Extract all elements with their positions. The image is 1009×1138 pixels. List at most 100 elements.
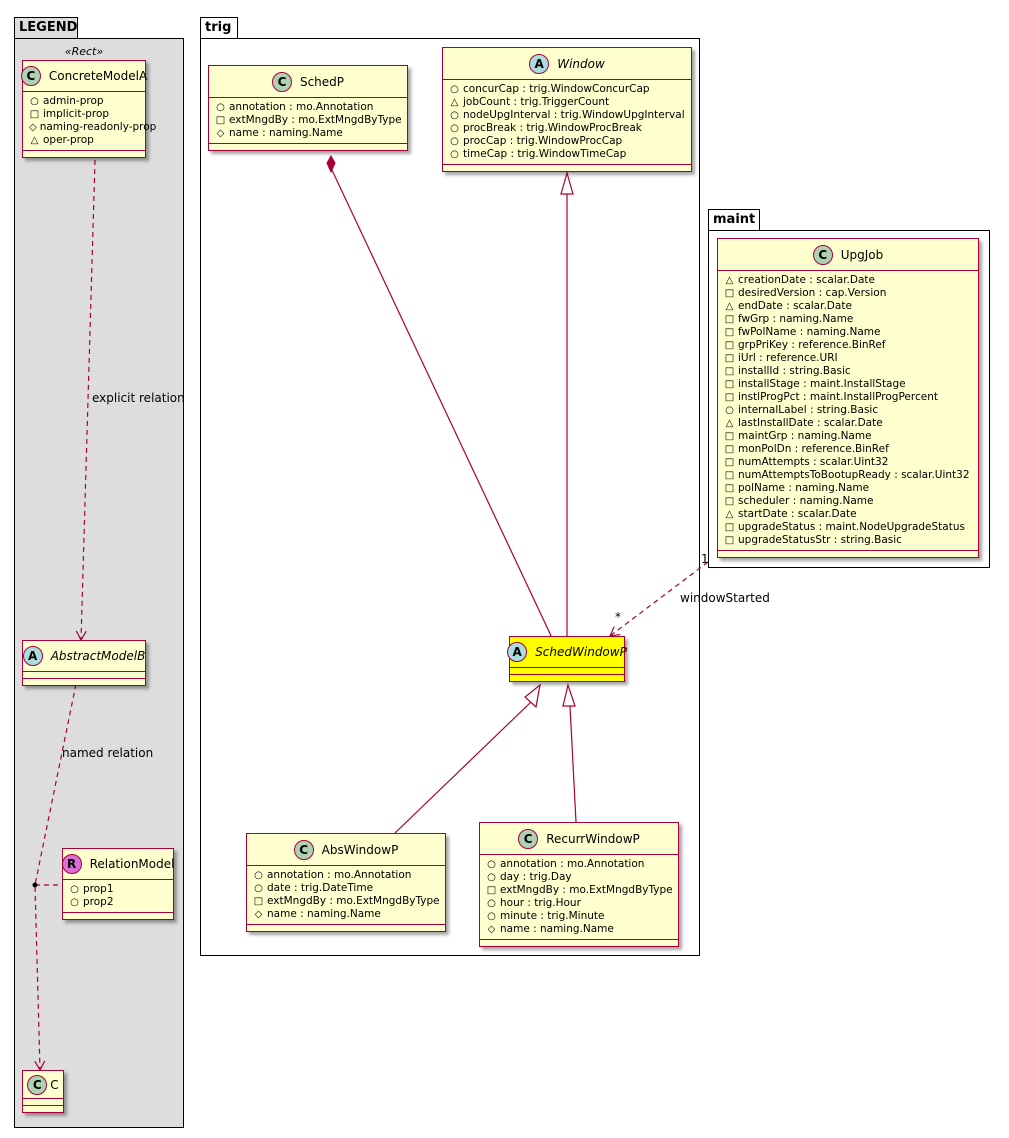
attribute-row: □desiredVersion : cap.Version	[724, 287, 974, 300]
class-relation-model[interactable]: R RelationModel ○prop1 ○prop2	[61, 848, 175, 920]
attribute-text: instlProgPct : maint.InstallProgPercent	[738, 391, 938, 403]
class-c-icon: C	[271, 71, 292, 92]
attribute-row: □grpPriKey : reference.BinRef	[724, 339, 974, 352]
legend-package-title: LEGEND	[19, 20, 78, 35]
visibility-icon: □	[724, 483, 735, 494]
trig-package-title: trig	[205, 20, 232, 35]
attribute-text: installStage : maint.InstallStage	[738, 378, 906, 390]
attribute-row: □upgradeStatus : maint.NodeUpgradeStatus	[724, 521, 974, 534]
attribute-row: ◇name : naming.Name	[216, 127, 343, 139]
class-concrete-model-a[interactable]: «Rect» C ConcreteModelA ○admin-prop □imp…	[20, 45, 156, 158]
relation-r-icon: R	[61, 854, 82, 874]
attribute-row: ◇name : naming.Name	[487, 923, 614, 935]
public-visibility-icon: ○	[70, 897, 79, 908]
attribute-text: grpPriKey : reference.BinRef	[738, 339, 886, 351]
attribute-row: ○date : trig.DateTime	[254, 882, 374, 894]
attribute-row: ○procCap : trig.WindowProcCap	[450, 135, 623, 147]
attribute-text: upgradeStatusStr : string.Basic	[738, 534, 902, 546]
attribute-row: □iUrl : reference.URI	[724, 352, 974, 365]
visibility-icon: □	[724, 340, 735, 351]
attribute-text: internalLabel : string.Basic	[738, 404, 879, 416]
recurrwindowp-generalization-triangle	[562, 682, 576, 707]
attribute-row: □scheduler : naming.Name	[724, 495, 974, 508]
attribute-row: □numAttempts : scalar.Uint32	[724, 456, 974, 469]
window-generalization-triangle	[560, 170, 574, 195]
trig-package	[200, 38, 700, 956]
attribute-row: □extMngdBy : mo.ExtMngdByType	[486, 884, 673, 896]
attribute-row: ○annotation : mo.Annotation	[216, 101, 374, 113]
attribute-row: □polName : naming.Name	[724, 482, 974, 495]
attribute-row: △ startDate : scalar.Date	[724, 508, 974, 521]
relation-junction-dot	[32, 882, 38, 888]
class-name: AbsWindowP	[321, 842, 399, 857]
class-c[interactable]: C C	[22, 1070, 64, 1113]
class-name: UpgJob	[840, 247, 884, 262]
attribute-row: □maintGrp : naming.Name	[724, 430, 974, 443]
attribute-text: startDate : scalar.Date	[738, 508, 857, 520]
class-name: SchedWindowP	[535, 645, 627, 659]
visibility-icon: △	[725, 275, 734, 286]
composition-diamond	[326, 154, 336, 174]
class-abstract-model-b[interactable]: A AbstractModelB	[22, 640, 146, 686]
attribute-text: monPolDn : reference.BinRef	[738, 443, 889, 455]
abstract-a-icon: A	[507, 642, 528, 662]
visibility-icon: □	[724, 470, 735, 481]
attribute-text: iUrl : reference.URI	[738, 352, 838, 364]
class-schedwindowp[interactable]: A SchedWindowP	[507, 636, 627, 682]
attribute-list: ○concurCap : trig.WindowConcurCap △jobCo…	[443, 80, 691, 165]
visibility-icon: □	[724, 457, 735, 468]
attribute-row: △creationDate : scalar.Date	[724, 274, 974, 287]
visibility-icon: △	[725, 301, 734, 312]
visibility-icon: □	[724, 392, 735, 403]
attribute-row: ○admin-prop	[30, 95, 104, 107]
attribute-row: □fwGrp : naming.Name	[724, 313, 974, 326]
attribute-text: upgradeStatus : maint.NodeUpgradeStatus	[738, 521, 965, 533]
multiplicity-one: 1	[701, 552, 709, 566]
visibility-icon: □	[724, 535, 735, 546]
class-c-icon: C	[27, 1074, 48, 1095]
attribute-row: △endDate : scalar.Date	[724, 300, 974, 313]
attribute-row: □fwPolName : naming.Name	[724, 326, 974, 339]
schedp-composition-line	[330, 167, 554, 641]
attribute-list: △creationDate : scalar.Date□desiredVersi…	[718, 271, 978, 551]
class-c-icon: C	[20, 66, 41, 86]
legend-package	[14, 38, 184, 1128]
attribute-text: installId : string.Basic	[738, 365, 851, 377]
attribute-list: ○prop1 ○prop2	[63, 880, 173, 913]
attribute-text: numAttempts : scalar.Uint32	[738, 456, 889, 468]
visibility-icon: □	[724, 288, 735, 299]
visibility-icon: □	[724, 314, 735, 325]
class-name: RelationModel	[89, 857, 175, 871]
class-recurrwindowp[interactable]: C RecurrWindowP ○annotation : mo.Annotat…	[479, 822, 679, 947]
abstract-a-icon: A	[529, 53, 550, 74]
attribute-row: ◇name : naming.Name	[254, 908, 381, 920]
visibility-icon: △	[725, 509, 734, 520]
class-window[interactable]: A Window ○concurCap : trig.WindowConcurC…	[442, 47, 692, 172]
class-name: SchedP	[299, 74, 345, 89]
attribute-row: □extMngdBy : mo.ExtMngdByType	[253, 895, 440, 907]
class-abswindowp[interactable]: C AbsWindowP ○annotation : mo.Annotation…	[246, 833, 446, 932]
named-relation-label: named relation	[62, 746, 154, 760]
attribute-row: ○procBreak : trig.WindowProcBreak	[450, 122, 642, 134]
attribute-text: fwGrp : naming.Name	[738, 313, 854, 325]
attribute-row: □installId : string.Basic	[724, 365, 974, 378]
attribute-row: ○annotation : mo.Annotation	[487, 858, 645, 870]
abstract-a-icon: A	[22, 646, 43, 666]
attribute-list: ○annotation : mo.Annotation ○date : trig…	[247, 866, 445, 925]
window-started-label: windowStarted	[680, 591, 770, 605]
visibility-icon: △	[725, 418, 734, 429]
class-schedp[interactable]: C SchedP ○annotation : mo.Annotation □ex…	[208, 65, 408, 151]
attribute-row: ○minute : trig.Minute	[487, 910, 605, 922]
abswindowp-generalization-line	[394, 701, 532, 834]
maint-package	[708, 230, 990, 568]
window-started-line	[609, 561, 709, 637]
trig-package-tab: trig	[200, 17, 238, 39]
maint-package-title: maint	[713, 212, 756, 227]
public-visibility-icon: ○	[30, 96, 39, 107]
attribute-list: ○annotation : mo.Annotation □extMngdBy :…	[209, 98, 407, 144]
attribute-row: △oper-prop	[30, 134, 94, 146]
class-upgjob[interactable]: C UpgJob △creationDate : scalar.Date□des…	[717, 238, 979, 558]
attribute-row: □installStage : maint.InstallStage	[724, 378, 974, 391]
attribute-row: □monPolDn : reference.BinRef	[724, 443, 974, 456]
